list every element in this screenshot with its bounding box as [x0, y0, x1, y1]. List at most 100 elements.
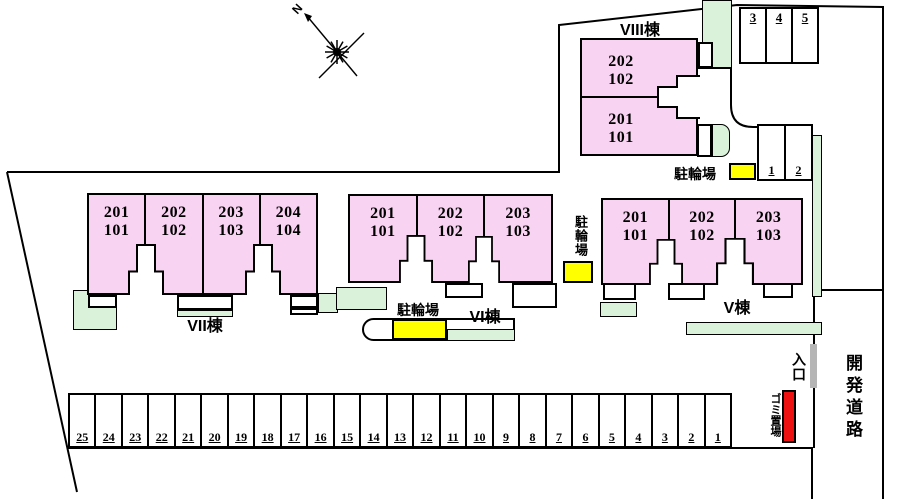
parking-space-number: 15: [341, 430, 354, 444]
compass-icon: [304, 13, 365, 79]
parking-space-number: 4: [775, 10, 783, 25]
porch-box: [697, 124, 712, 157]
parking-space-number: 8: [529, 430, 536, 444]
stairwell-icon: [245, 244, 281, 295]
building-name-vi: VI棟: [469, 309, 501, 326]
parking-space: 20: [200, 395, 226, 446]
north-label: N: [289, 1, 306, 17]
bicycle-parking-area: [563, 261, 593, 283]
planting-strip: [318, 293, 338, 313]
bicycle-parking-area: [392, 319, 447, 340]
parking-space: 15: [332, 395, 359, 446]
porch-box: [177, 295, 233, 310]
parking-space: 22: [147, 395, 173, 446]
parking-space: 17: [279, 395, 306, 446]
stairwell-icon: [649, 239, 683, 285]
parking-space: 1: [759, 126, 784, 179]
stairwell-icon: [657, 75, 700, 119]
porch-box: [698, 42, 713, 68]
planting-strip: [336, 287, 387, 310]
parking-space-number: 14: [367, 430, 380, 444]
parking-space: 19: [226, 395, 253, 446]
site-boundary-left: [6, 171, 78, 493]
parking-space-number: 2: [795, 163, 802, 177]
parking-space-number: 11: [447, 430, 459, 444]
parking-space-number: 16: [314, 430, 327, 444]
parking-space: 14: [359, 395, 385, 446]
building-name-vii: VII棟: [187, 318, 223, 335]
parking-space-number: 10: [473, 430, 486, 444]
planting-strip: [177, 310, 233, 317]
bicycle-parking-label: 駐輪場: [674, 166, 716, 182]
parking-space-number: 3: [749, 10, 757, 25]
planting-strip: [812, 135, 822, 297]
parking-space: 9: [491, 395, 518, 446]
parking-space: 18: [253, 395, 279, 446]
parking-space-number: 2: [688, 430, 695, 444]
parking-space: 25: [70, 395, 94, 446]
parking-space-number: 17: [288, 430, 301, 444]
parking-space: 4: [765, 9, 791, 62]
parking-space-number: 20: [208, 430, 221, 444]
garbage-area-label: ゴミ置場: [769, 393, 781, 437]
parking-space: 3: [650, 395, 677, 446]
porch-box: [763, 283, 793, 298]
planting-strip: [447, 329, 515, 341]
parking-space: 10: [465, 395, 491, 446]
parking-space: 23: [120, 395, 147, 446]
parking-space-number: 6: [582, 430, 589, 444]
porch-box: [603, 283, 636, 300]
site-boundary-bottom: [68, 447, 813, 499]
building-name-v: V棟: [723, 300, 751, 317]
parking-space: 24: [94, 395, 120, 446]
parking-space-number: 12: [420, 430, 433, 444]
stairwell-icon: [468, 236, 500, 283]
porch-box: [88, 295, 117, 308]
parking-space: 7: [544, 395, 571, 446]
porch-box: [290, 295, 318, 308]
building-name-viii: VIII棟: [619, 22, 660, 39]
entrance-gap: [810, 344, 817, 388]
parking-space-number: 19: [235, 430, 248, 444]
parking-space: 12: [412, 395, 438, 446]
porch-box: [668, 283, 705, 300]
development-road-label: 開発道路: [843, 354, 862, 442]
stairwell-icon: [716, 238, 754, 285]
parking-space: 21: [173, 395, 200, 446]
parking-space-number: 1: [714, 430, 721, 444]
parking-space-number: 21: [182, 430, 195, 444]
parking-space: 5: [597, 395, 624, 446]
parking-space: 5: [791, 9, 817, 62]
stairwell-icon: [128, 244, 164, 295]
planting-strip: [702, 0, 732, 68]
parking-space-number: 4: [635, 430, 642, 444]
porch-box: [290, 308, 318, 315]
parking-space: 13: [385, 395, 412, 446]
road-edge-curve: [698, 67, 757, 128]
planting-strip: [712, 124, 730, 157]
parking-space: 3: [741, 9, 765, 62]
parking-space: 6: [571, 395, 597, 446]
stairwell-icon: [399, 235, 433, 283]
bicycle-parking-label: 駐輪場: [397, 302, 439, 318]
parking-space: 11: [438, 395, 465, 446]
parking-space-number: 22: [155, 430, 168, 444]
parking-space-number: 9: [502, 430, 509, 444]
parking-space: 4: [624, 395, 650, 446]
garbage-area-box: [782, 390, 796, 443]
parking-space: 1: [703, 395, 730, 446]
parking-space-number: 1: [768, 163, 775, 177]
